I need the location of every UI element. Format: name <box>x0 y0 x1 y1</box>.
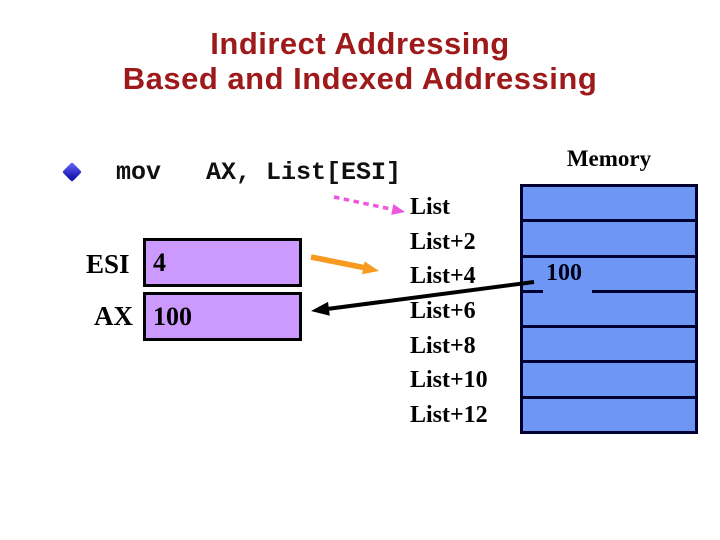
esi-offset-arrow <box>310 254 379 275</box>
slide-title: Indirect Addressing Based and Indexed Ad… <box>0 26 720 96</box>
title-line-1: Indirect Addressing <box>210 26 510 61</box>
address-label-list+6: List+6 <box>410 298 476 325</box>
memory-cell-value: 100 <box>546 260 582 287</box>
instruction-to-list-arrow <box>333 195 405 215</box>
ax-register-label: AX <box>94 301 133 331</box>
memory-heading: Memory <box>566 146 652 171</box>
esi-register-label: ESI <box>86 249 130 279</box>
memory-row <box>523 399 695 431</box>
ax-register-value: 100 <box>153 301 192 331</box>
instruction-text: mov AX, List[ESI] <box>116 158 402 187</box>
address-label-list+10: List+10 <box>410 367 488 394</box>
memory-table: 100 <box>520 184 698 434</box>
memory-row <box>523 363 695 399</box>
esi-register-box: 4 <box>143 238 302 287</box>
memory-row: 100 <box>523 258 695 294</box>
address-label-list+12: List+12 <box>410 402 488 429</box>
address-label-list: List <box>410 194 451 220</box>
memory-row <box>523 293 695 329</box>
address-label-list+8: List+8 <box>410 332 476 359</box>
address-label-column: List List+2 List+4 List+6 List+8 List+10… <box>410 190 488 433</box>
ax-register-box: 100 <box>143 292 302 341</box>
memory-row <box>523 328 695 364</box>
memory-row <box>523 187 695 223</box>
address-label-list+4: List+4 <box>410 263 476 290</box>
memory-row <box>523 222 695 258</box>
diamond-bullet-icon <box>62 162 82 182</box>
esi-register-value: 4 <box>153 247 166 277</box>
address-label-list+2: List+2 <box>410 228 476 255</box>
title-line-2: Based and Indexed Addressing <box>122 61 598 96</box>
